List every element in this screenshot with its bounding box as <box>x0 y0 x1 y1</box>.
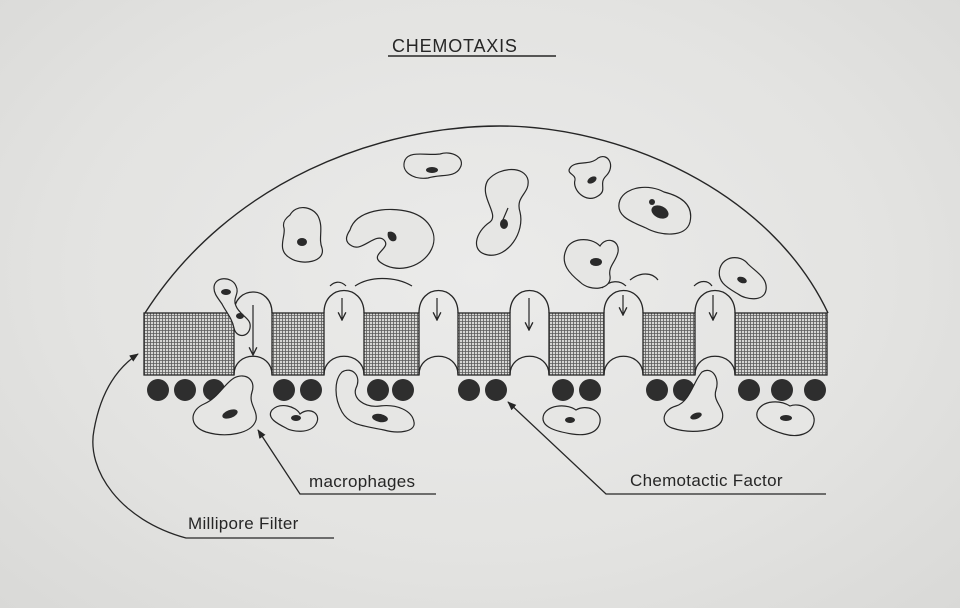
filter-block <box>143 312 235 376</box>
macrophage-cell <box>192 375 257 436</box>
factor-dot <box>392 379 414 401</box>
macrophage-cell <box>618 186 692 235</box>
factor-dot <box>552 379 574 401</box>
factor-dot <box>273 379 295 401</box>
pore <box>509 289 550 376</box>
macrophage-cell <box>269 405 319 432</box>
macrophages-upper <box>213 152 767 337</box>
chemotactic-factor-leader <box>507 401 826 495</box>
label-chemotactic-factor: Chemotactic Factor <box>630 471 783 490</box>
macrophage-cell <box>281 207 323 263</box>
factor-dot <box>174 379 196 401</box>
diagram-title: CHEMOTAXIS <box>392 36 518 56</box>
millipore-filter <box>143 312 828 376</box>
filter-block <box>363 312 420 376</box>
pore <box>418 289 459 376</box>
macrophage-cell <box>213 278 251 337</box>
factor-dot <box>738 379 760 401</box>
approach-arc <box>329 281 347 287</box>
macrophage-cell <box>403 152 462 179</box>
factor-dot <box>485 379 507 401</box>
approach-arc <box>354 277 413 287</box>
leader-lines <box>92 353 826 539</box>
macrophage-cell <box>568 156 612 199</box>
factor-dot <box>804 379 826 401</box>
approach-arc <box>629 273 659 281</box>
label-millipore-filter: Millipore Filter <box>188 514 299 533</box>
macrophage-cell <box>663 369 724 432</box>
macrophage-cell <box>563 239 619 289</box>
factor-dot <box>147 379 169 401</box>
millipore-filter-leader <box>92 353 334 539</box>
factor-dot <box>300 379 322 401</box>
migration-arrows <box>253 273 713 355</box>
macrophage-cell <box>718 257 767 300</box>
filter-block <box>642 312 696 376</box>
factor-dot <box>458 379 480 401</box>
approach-arc <box>693 280 713 287</box>
factor-dot <box>646 379 668 401</box>
factor-dot <box>771 379 793 401</box>
macrophage-cell <box>756 401 815 437</box>
label-macrophages: macrophages <box>309 472 416 491</box>
filter-block <box>548 312 605 376</box>
macrophage-cell <box>335 369 415 433</box>
chamber-dome <box>144 125 829 314</box>
macrophage-cell <box>542 405 601 436</box>
factor-dot <box>579 379 601 401</box>
pore <box>694 289 736 376</box>
filter-block <box>734 312 828 376</box>
factor-dot <box>367 379 389 401</box>
macrophages-lower <box>192 369 815 437</box>
pore <box>323 289 365 376</box>
macrophage-cell <box>476 168 529 256</box>
macrophage-cell <box>345 208 435 269</box>
filter-block <box>271 312 325 376</box>
pore <box>603 289 644 376</box>
filter-block <box>457 312 511 376</box>
macrophages-leader <box>257 429 436 495</box>
